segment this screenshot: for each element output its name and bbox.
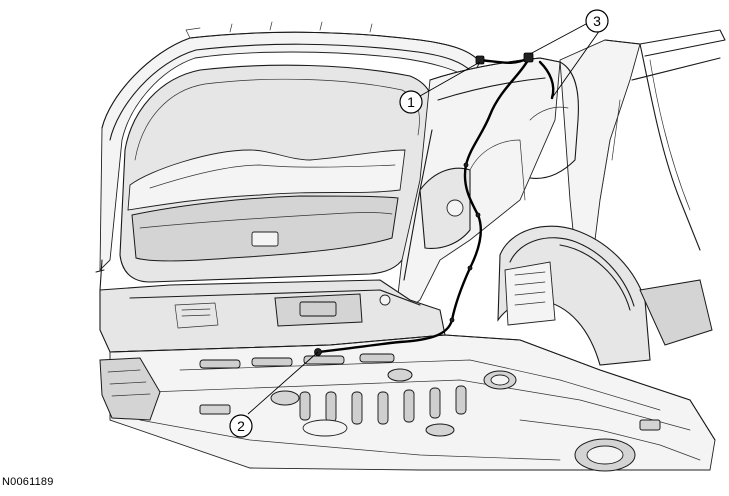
liftgate-pull-handle-icon [251, 231, 279, 247]
harness-connector-3-icon [523, 52, 534, 63]
cargo-floor [109, 334, 716, 472]
liftgate-inner-trim-panel [119, 64, 435, 283]
wiring-harness [314, 52, 555, 356]
wheel-house [497, 225, 713, 366]
figure-id-label: N0061189 [2, 476, 54, 488]
rear-cross-member [95, 259, 446, 353]
callout-3: 3 [529, 9, 609, 99]
harness-connector-1-icon [475, 55, 485, 65]
callout-2: 2 [229, 351, 319, 438]
floor-rib-slots [199, 353, 467, 425]
callout-1-label: 1 [407, 94, 415, 110]
callout-2-label: 2 [237, 418, 245, 434]
rear-quarter-window-opening [529, 43, 701, 251]
d-pillar-quarter-panel [394, 29, 726, 322]
callout-1: 1 [399, 61, 481, 114]
left-floor-edge [99, 357, 161, 421]
callout-3-label: 3 [593, 13, 601, 29]
